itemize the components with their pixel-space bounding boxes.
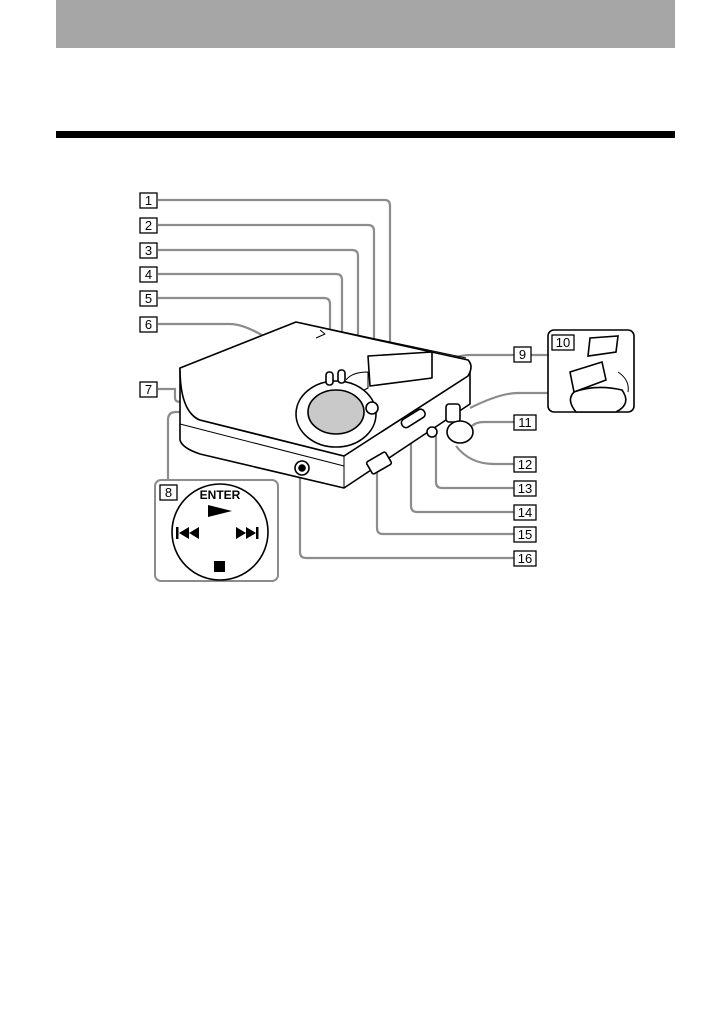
callout-number-4: 4 [145,267,152,282]
callout-number-10: 10 [556,335,570,350]
callout-number-7: 7 [145,382,152,397]
callout-number-15: 15 [518,527,532,542]
callout-number-5: 5 [145,291,152,306]
callout-number-1: 1 [145,193,152,208]
leader-line-11 [472,422,514,426]
leader-line-10 [470,393,548,408]
enter-label: ENTER [200,488,241,502]
stop-icon [214,561,225,572]
callout-number-14: 14 [518,505,532,520]
callout-number-3: 3 [145,243,152,258]
callout-number-2: 2 [145,218,152,233]
callout-number-12: 12 [518,457,532,472]
leader-line-13 [436,436,514,488]
md-player-body [180,322,473,488]
callout-number-9: 9 [519,347,526,362]
callout-number-11: 11 [518,415,532,430]
leader-line-15 [377,470,514,534]
callout-number-16: 16 [518,551,532,566]
leader-line-12 [456,446,514,464]
callout-number-8: 8 [165,485,172,500]
callout-number-13: 13 [518,481,532,496]
callout-number-6: 6 [145,317,152,332]
leader-line-6 [158,324,270,340]
